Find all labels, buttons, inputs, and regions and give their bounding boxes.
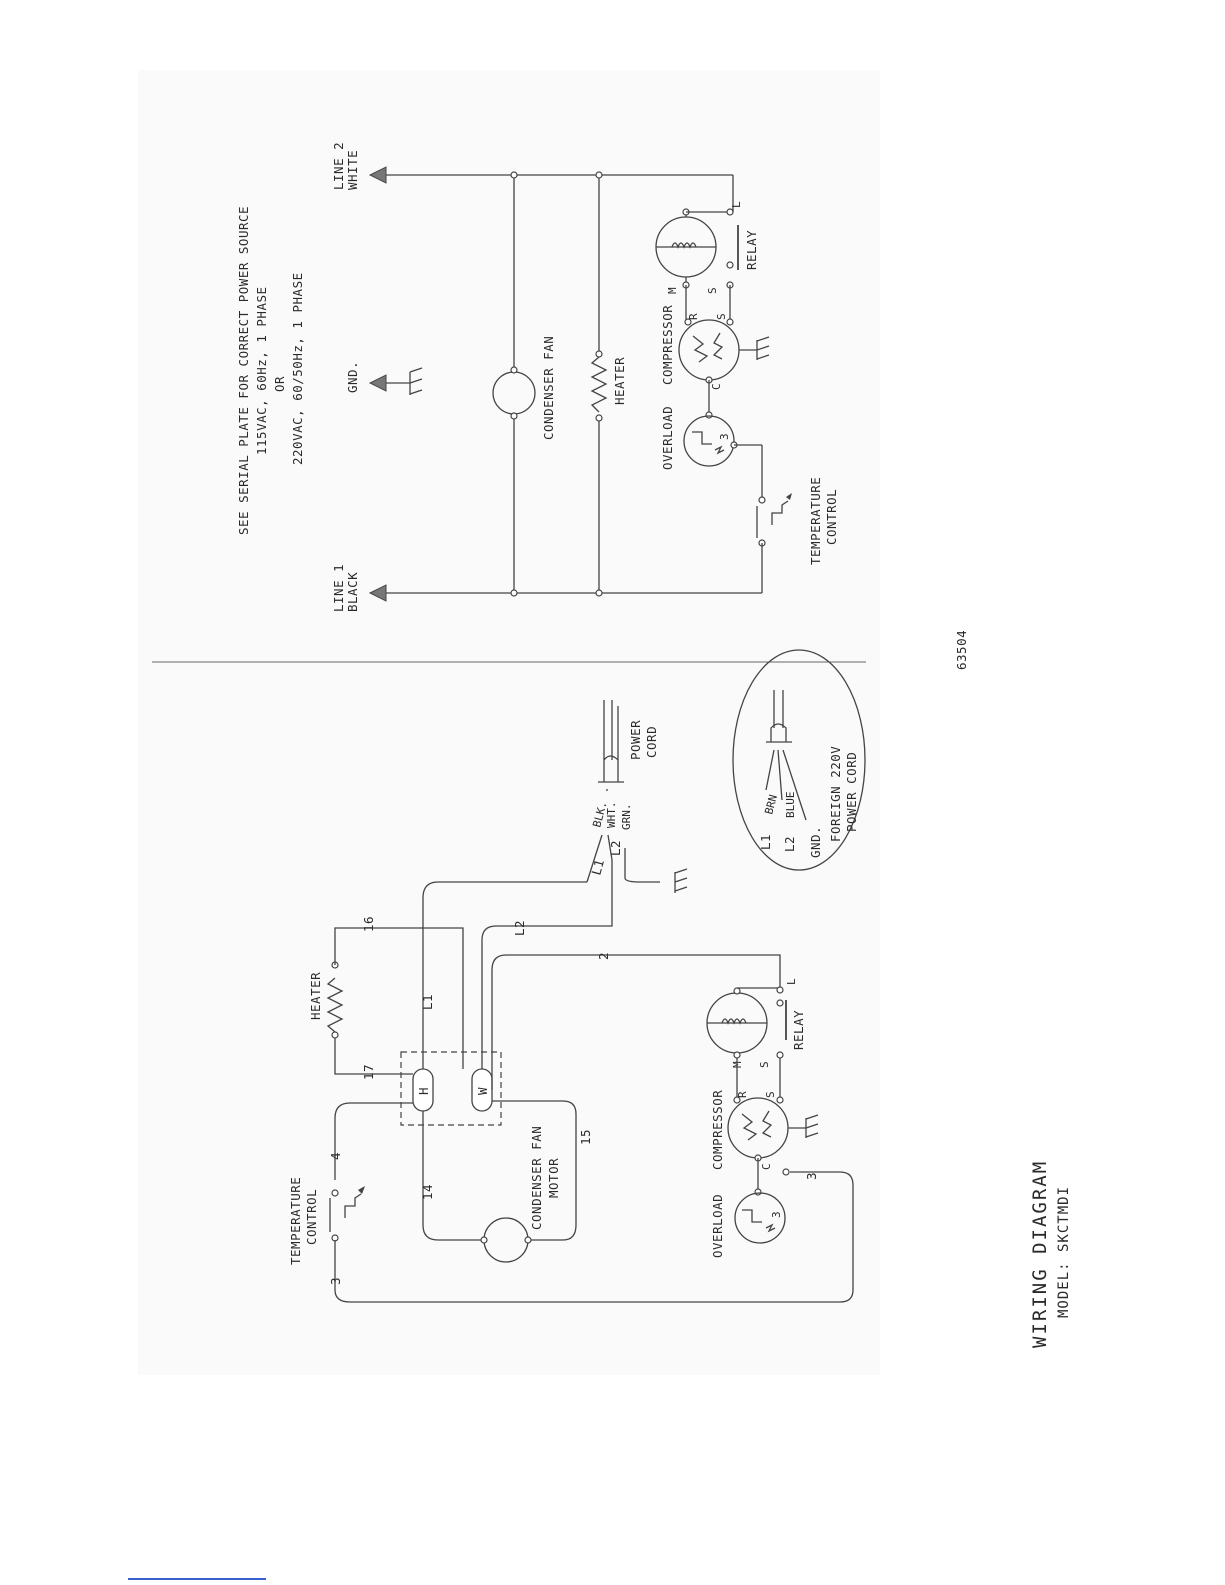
wire-l1-label: L1 bbox=[420, 994, 435, 1010]
pictorial-relay-label: RELAY bbox=[791, 1010, 806, 1050]
compressor-pin-r: R bbox=[687, 313, 700, 320]
wire-17-label: 17 bbox=[361, 1064, 376, 1080]
wire-4-label: 4 bbox=[328, 1152, 343, 1160]
terminal-block bbox=[400, 1051, 502, 1126]
cord-l2-label: L2 bbox=[608, 840, 623, 856]
relay-symbol: L M S RELAY bbox=[655, 175, 759, 294]
diagram-title: WIRING DIAGRAM bbox=[1029, 1160, 1051, 1348]
line2-color-label: WHITE bbox=[345, 150, 360, 190]
foreign-cord-l2: L2 bbox=[782, 836, 797, 852]
cord-l1-label: L1 bbox=[588, 857, 607, 876]
wire-2-label: 2 bbox=[596, 952, 611, 960]
pictorial-relay-pin-l: L bbox=[785, 978, 798, 985]
pictorial-compressor-symbol: R S C COMPRESSOR bbox=[710, 1058, 819, 1170]
foreign-power-cord: L1 L2 GND. BRN BLUE FOREIGN 220V POWER C… bbox=[732, 649, 866, 871]
heater-icon bbox=[590, 356, 608, 413]
foreign-cord-title-2: POWER CORD bbox=[844, 752, 859, 832]
line1-label: LINE 1 bbox=[331, 564, 346, 612]
power-note-line3: OR bbox=[272, 376, 287, 392]
overload-symbol: 3 OVERLOAD bbox=[660, 380, 763, 500]
pictorial-relay-pin-s: S bbox=[758, 1061, 771, 1068]
part-number: 63504 bbox=[954, 630, 969, 670]
relay-label: RELAY bbox=[744, 230, 759, 270]
pictorial-heater-icon bbox=[326, 977, 344, 1033]
relay-pin-m: M bbox=[666, 287, 679, 294]
relay-pin-l: L bbox=[730, 201, 743, 208]
line2-label: LINE 2 bbox=[331, 142, 346, 190]
foreign-cord-title-1: FOREIGN 220V bbox=[828, 746, 843, 842]
compressor-label: COMPRESSOR bbox=[660, 305, 675, 385]
power-note-line2: 115VAC, 60Hz, 1 PHASE bbox=[254, 286, 269, 455]
wire-3a-label: 3 bbox=[328, 1277, 343, 1285]
power-note-line4: 220VAC, 60/50Hz, 1 PHASE bbox=[290, 272, 305, 465]
cord-grn-label: GRN. bbox=[620, 804, 633, 831]
schematic-diagram: SEE SERIAL PLATE FOR CORRECT POWER SOURC… bbox=[236, 142, 839, 612]
temp-control-label-1: TEMPERATURE bbox=[808, 477, 823, 565]
temperature-control-symbol: TEMPERATURE CONTROL bbox=[756, 477, 839, 593]
overload-terminal-3: 3 bbox=[718, 433, 731, 440]
power-cord: L1 L2 BLK. WHT. GRN. POWER CORD bbox=[586, 700, 688, 893]
compressor-pin-c: C bbox=[710, 383, 723, 390]
pictorial-heater-label: HEATER bbox=[308, 972, 323, 1020]
foreign-cord-gnd: GND. bbox=[808, 826, 823, 858]
pictorial-compressor-label: COMPRESSOR bbox=[710, 1090, 725, 1170]
terminal-w-label: W bbox=[475, 1087, 490, 1095]
temp-control-label-2: CONTROL bbox=[824, 489, 839, 545]
cord-wht-label: WHT. bbox=[605, 802, 618, 829]
line1-color-label: BLACK bbox=[345, 572, 360, 612]
pictorial-temp-control-icon bbox=[344, 1193, 362, 1218]
pictorial-overload-terminal-3: 3 bbox=[770, 1211, 783, 1218]
heater-label: HEATER bbox=[612, 357, 627, 405]
ground-label: GND. bbox=[345, 361, 360, 393]
pictorial-temp-control-label-2: CONTROL bbox=[304, 1189, 319, 1245]
pictorial-condenser-fan-label-1: CONDENSER FAN bbox=[529, 1126, 544, 1230]
wire-15-label: 15 bbox=[578, 1129, 593, 1145]
compressor-pin-s: S bbox=[715, 313, 728, 320]
cord-ground-icon bbox=[674, 868, 688, 893]
wire-16-label: 16 bbox=[361, 916, 376, 932]
ground-symbol-icon bbox=[386, 367, 423, 395]
foreign-cord-brn: BRN bbox=[762, 793, 780, 816]
pictorial-compressor-pin-c: C bbox=[760, 1163, 773, 1170]
condenser-fan-label: CONDENSER FAN bbox=[541, 336, 556, 440]
pictorial-diagram: H W HEATER 17 16 L1 L2 2 4 3 3 TEMPERATU… bbox=[288, 649, 866, 1303]
pictorial-overload-label: OVERLOAD bbox=[710, 1194, 725, 1258]
pictorial-compressor-pin-r: R bbox=[736, 1091, 749, 1098]
power-cord-label-2: CORD bbox=[644, 726, 659, 758]
pictorial-overload-symbol: 3 OVERLOAD bbox=[710, 1158, 790, 1258]
model-label: MODEL: SKCTMDI bbox=[1056, 1186, 1072, 1318]
power-cord-label-1: POWER bbox=[628, 720, 643, 760]
foreign-cord-l1: L1 bbox=[758, 834, 773, 850]
terminal-h-label: H bbox=[416, 1087, 431, 1095]
page-link-underline[interactable] bbox=[128, 1578, 266, 1580]
pictorial-compressor-pin-s: S bbox=[764, 1091, 777, 1098]
relay-pin-s: S bbox=[706, 287, 719, 294]
wire-l2-label: L2 bbox=[512, 920, 527, 936]
wire-3b-label: 3 bbox=[804, 1172, 819, 1180]
foreign-cord-outline bbox=[732, 649, 866, 871]
foreign-cord-blue: BLUE bbox=[784, 792, 797, 819]
power-source-note: SEE SERIAL PLATE FOR CORRECT POWER SOURC… bbox=[236, 206, 305, 535]
pictorial-condenser-fan-label-2: MOTOR bbox=[546, 1158, 561, 1198]
pictorial-temp-control-label-1: TEMPERATURE bbox=[288, 1177, 303, 1265]
power-note-line1: SEE SERIAL PLATE FOR CORRECT POWER SOURC… bbox=[236, 206, 251, 535]
overload-label: OVERLOAD bbox=[660, 406, 675, 470]
wire-14-label: 14 bbox=[420, 1184, 435, 1200]
